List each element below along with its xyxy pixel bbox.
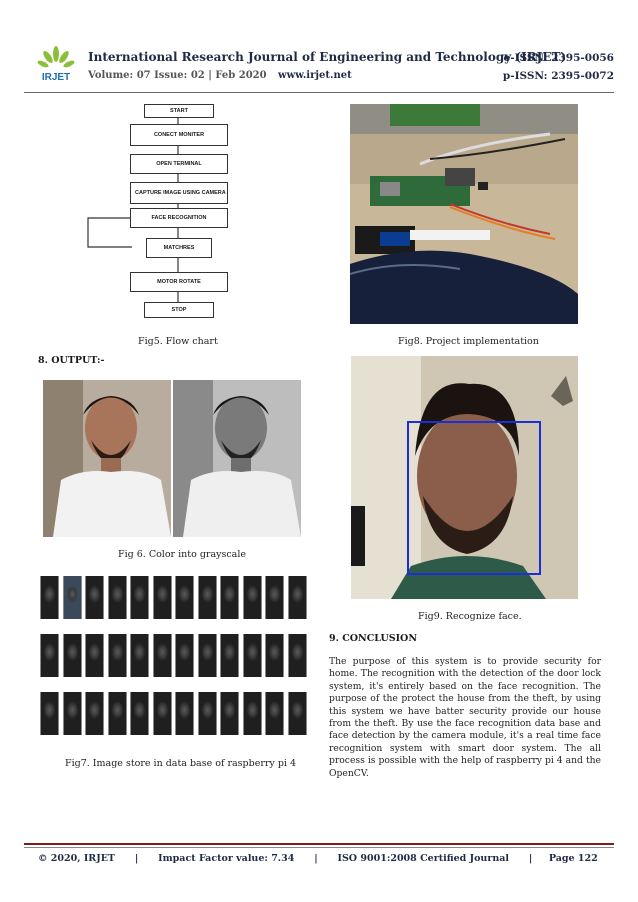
dataset-thumbnail xyxy=(242,692,262,735)
dataset-thumbnail xyxy=(152,576,172,619)
dataset-thumbnail xyxy=(197,634,217,677)
journal-website[interactable]: www.irjet.net xyxy=(278,70,352,81)
e-issn: e-ISSN: 2395-0056 xyxy=(503,52,614,64)
dataset-thumbnail xyxy=(107,692,127,735)
dataset-thumbnail xyxy=(197,576,217,619)
dataset-thumbnail xyxy=(242,576,262,619)
dataset-thumbnail xyxy=(220,634,239,677)
p-issn: p-ISSN: 2395-0072 xyxy=(502,70,614,82)
dataset-thumbnail xyxy=(130,576,149,619)
dataset-thumbnail xyxy=(40,692,59,735)
svg-text:IRJET: IRJET xyxy=(42,72,70,83)
dataset-thumbnail xyxy=(175,634,194,677)
flow-step-connect-monitor: CONECT MONITER xyxy=(130,124,228,146)
recognized-face-photo xyxy=(351,356,578,599)
dataset-thumbnail xyxy=(242,634,262,677)
dataset-image-grid xyxy=(38,574,308,750)
dataset-thumbnail xyxy=(287,692,307,735)
dataset-thumbnail xyxy=(197,692,217,735)
footer-divider-thin xyxy=(24,847,614,848)
fig9-caption: Fig9. Recognize face. xyxy=(418,611,522,622)
dataset-thumbnail xyxy=(220,576,239,619)
dataset-thumbnail xyxy=(265,692,284,735)
footer-iso: ISO 9001:2008 Certified Journal xyxy=(337,853,510,864)
fig7-caption: Fig7. Image store in data base of raspbe… xyxy=(65,758,296,769)
dataset-thumbnail xyxy=(287,634,307,677)
dataset-thumbnail xyxy=(85,634,104,677)
dataset-thumbnail xyxy=(107,634,127,677)
dataset-thumbnail xyxy=(85,692,104,735)
fig6-caption: Fig 6. Color into grayscale xyxy=(118,549,247,560)
flow-step-stop: STOP xyxy=(144,302,214,318)
dataset-thumbnail xyxy=(220,692,239,735)
volume-issue: Volume: 07 Issue: 02 | Feb 2020 xyxy=(88,70,267,81)
flow-step-open-terminal: OPEN TERMINAL xyxy=(130,154,228,174)
fig5-caption: Fig5. Flow chart xyxy=(138,336,218,347)
flow-step-matches: MATCHRES xyxy=(146,238,212,258)
irjet-logo: IRJET xyxy=(34,44,78,84)
dataset-thumbnail xyxy=(62,576,82,619)
dataset-thumbnail xyxy=(62,634,82,677)
dataset-thumbnail xyxy=(265,634,284,677)
journal-title: International Research Journal of Engine… xyxy=(88,50,567,64)
flow-step-motor-rotate: MOTOR ROTATE xyxy=(130,272,228,292)
flow-step-start: START xyxy=(144,104,214,118)
header-divider xyxy=(24,92,614,93)
dataset-thumbnail xyxy=(85,576,104,619)
dataset-thumbnail xyxy=(130,634,149,677)
dataset-thumbnail xyxy=(152,634,172,677)
dataset-thumbnail xyxy=(130,692,149,735)
fig8-caption: Fig8. Project implementation xyxy=(398,336,539,347)
dataset-thumbnail xyxy=(107,576,127,619)
output-heading: 8. OUTPUT:- xyxy=(38,355,105,366)
conclusion-heading: 9. CONCLUSION xyxy=(329,633,418,644)
dataset-thumbnail xyxy=(40,576,59,619)
color-grayscale-photos xyxy=(43,380,301,537)
footer-divider xyxy=(24,843,614,845)
footer: © 2020, IRJET | Impact Factor value: 7.3… xyxy=(38,853,598,864)
flowchart: START CONECT MONITER OPEN TERMINAL CAPTU… xyxy=(84,100,244,325)
dataset-thumbnail xyxy=(265,576,284,619)
dataset-thumbnail xyxy=(175,692,194,735)
conclusion-paragraph: The purpose of this system is to provide… xyxy=(329,656,601,779)
footer-page-number: Page 122 xyxy=(548,853,598,864)
dataset-thumbnail xyxy=(175,576,194,619)
dataset-thumbnail xyxy=(40,634,59,677)
dataset-thumbnail xyxy=(287,576,307,619)
project-implementation-photo xyxy=(350,104,578,324)
footer-copyright: © 2020, IRJET xyxy=(38,853,116,864)
footer-impact-factor: Impact Factor value: 7.34 xyxy=(158,853,295,864)
dataset-thumbnail xyxy=(62,692,82,735)
dataset-thumbnail xyxy=(152,692,172,735)
flow-step-capture-image: CAPTURE IMAGE USING CAMERA xyxy=(130,182,228,204)
flow-step-face-recognition: FACE RECOGNITION xyxy=(130,208,228,228)
